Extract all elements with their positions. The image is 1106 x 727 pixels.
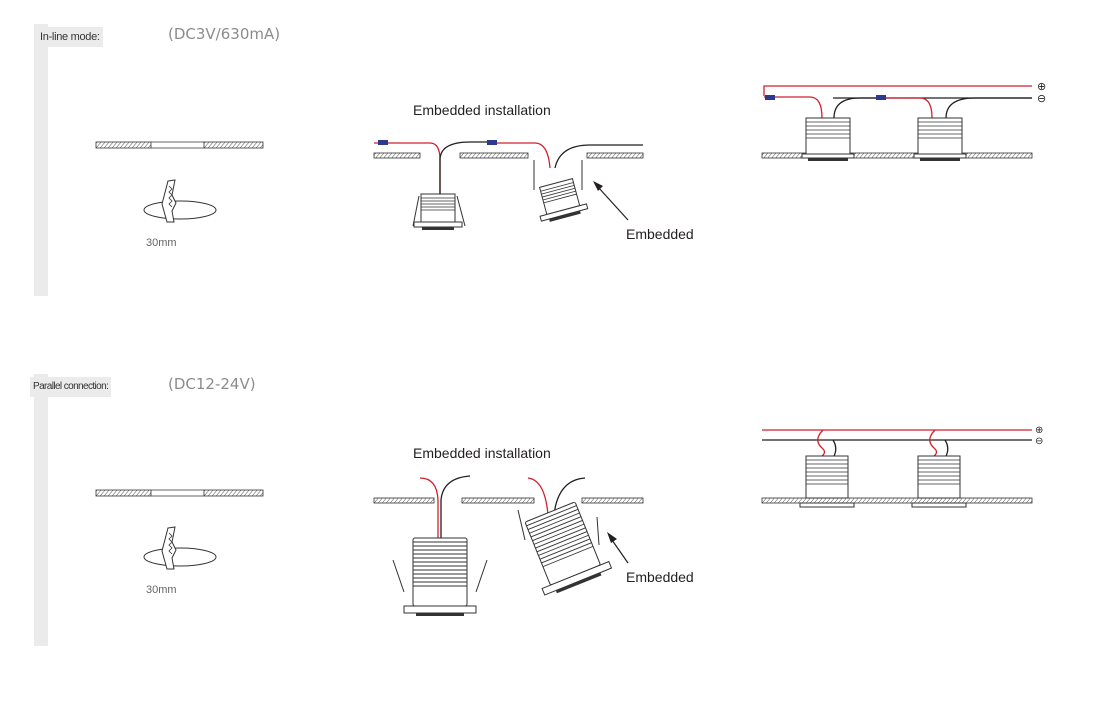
plus-terminal-2: ⊕ bbox=[1035, 425, 1043, 436]
installation-title-1: Embedded installation bbox=[413, 102, 551, 118]
ceiling-1-middle bbox=[373, 152, 644, 159]
parallel-lamp-1 bbox=[799, 455, 855, 508]
cutout-diagram-1 bbox=[95, 141, 264, 223]
cutout-size-label-2: 30mm bbox=[146, 584, 177, 596]
minus-terminal-2: ⊖ bbox=[1035, 436, 1043, 447]
section-2-sidebar bbox=[34, 374, 48, 646]
installation-title-2: Embedded installation bbox=[413, 445, 551, 461]
section-2-label: Parallel connection: bbox=[30, 377, 112, 397]
section-2-spec: (DC12-24V) bbox=[168, 375, 256, 393]
cutout-size-label-1: 30mm bbox=[146, 237, 177, 249]
ceiling-2-middle bbox=[373, 497, 644, 504]
plus-terminal-1: ⊕ bbox=[1037, 81, 1046, 93]
cutout-diagram-2 bbox=[95, 489, 264, 570]
minus-terminal-1: ⊖ bbox=[1037, 93, 1046, 105]
section-1-sidebar bbox=[34, 24, 48, 296]
series-wiring-diagram bbox=[761, 85, 1033, 162]
embedded-label-2: Embedded bbox=[626, 569, 694, 585]
parallel-lamp-2 bbox=[911, 455, 967, 508]
embedded-label-1: Embedded bbox=[626, 226, 694, 242]
section-1-spec: (DC3V/630mA) bbox=[168, 25, 281, 43]
section-1-label: In-line mode: bbox=[34, 27, 103, 47]
parallel-wiring-diagram bbox=[761, 429, 1033, 508]
